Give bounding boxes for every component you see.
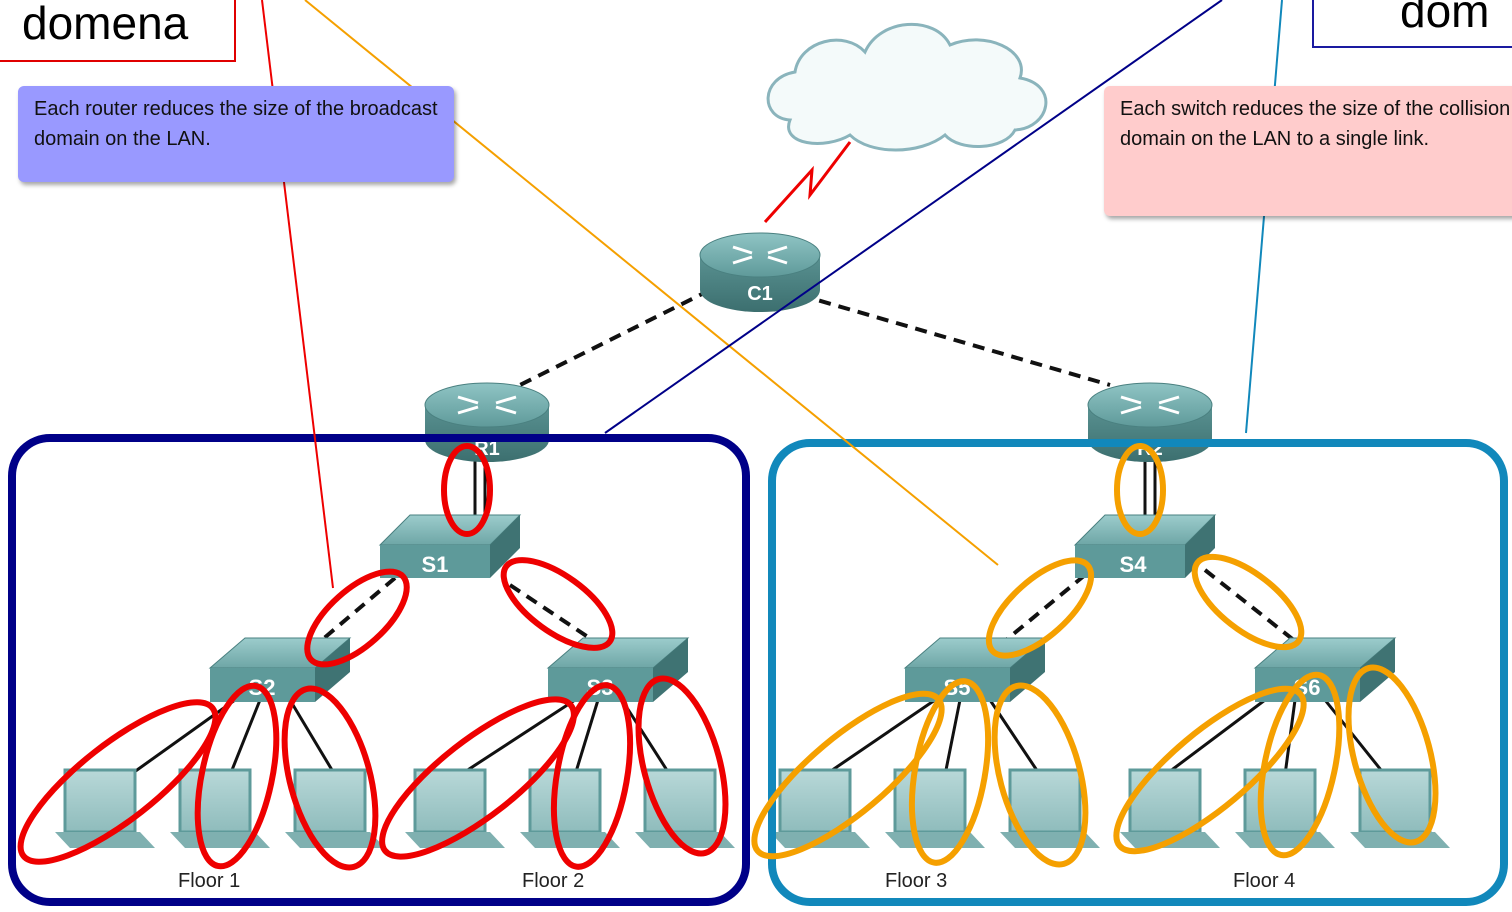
collision-markers-left: [17, 443, 729, 871]
pc-icon: [770, 768, 870, 848]
broadcast-domain-label-text: domena: [22, 0, 189, 49]
switch-callout-text: Each switch reduces the size of the coll…: [1120, 98, 1511, 150]
floor-3-label: Floor 3: [885, 870, 948, 892]
pc-icons: [55, 768, 1450, 848]
switch-s4-label: S4: [1120, 552, 1148, 577]
router-c1: C1: [699, 232, 821, 312]
pc-icon: [520, 768, 620, 848]
floor-1-label: Floor 1: [178, 870, 241, 892]
broadcast-domain-label: domena: [0, 0, 236, 62]
floor-2-label: Floor 2: [522, 870, 585, 892]
router-c1-label: C1: [747, 283, 773, 305]
wan-link: [763, 141, 852, 224]
collision-markers-right: [751, 443, 1439, 868]
broadcast-domain-right: [768, 439, 1508, 906]
broadcast-domain-left: [8, 434, 750, 906]
floor-4-label: Floor 4: [1233, 870, 1296, 892]
router-callout: Each router reduces the size of the broa…: [18, 86, 454, 182]
switch-callout: Each switch reduces the size of the coll…: [1104, 86, 1512, 216]
cloud-icon: [766, 23, 1048, 152]
collision-domain-label-text: dom: [1400, 0, 1490, 37]
collision-domain-label: dom: [1312, 0, 1512, 48]
router-r1: R1: [424, 382, 550, 462]
switch-s1-label: S1: [422, 552, 449, 577]
solid-links: [129, 455, 1387, 777]
router-r2: R2: [1087, 382, 1213, 462]
router-callout-text: Each router reduces the size of the broa…: [34, 98, 438, 150]
dashed-uplinks: [308, 288, 1302, 652]
pc-icon: [1000, 768, 1100, 848]
pc-icon: [1120, 768, 1220, 848]
